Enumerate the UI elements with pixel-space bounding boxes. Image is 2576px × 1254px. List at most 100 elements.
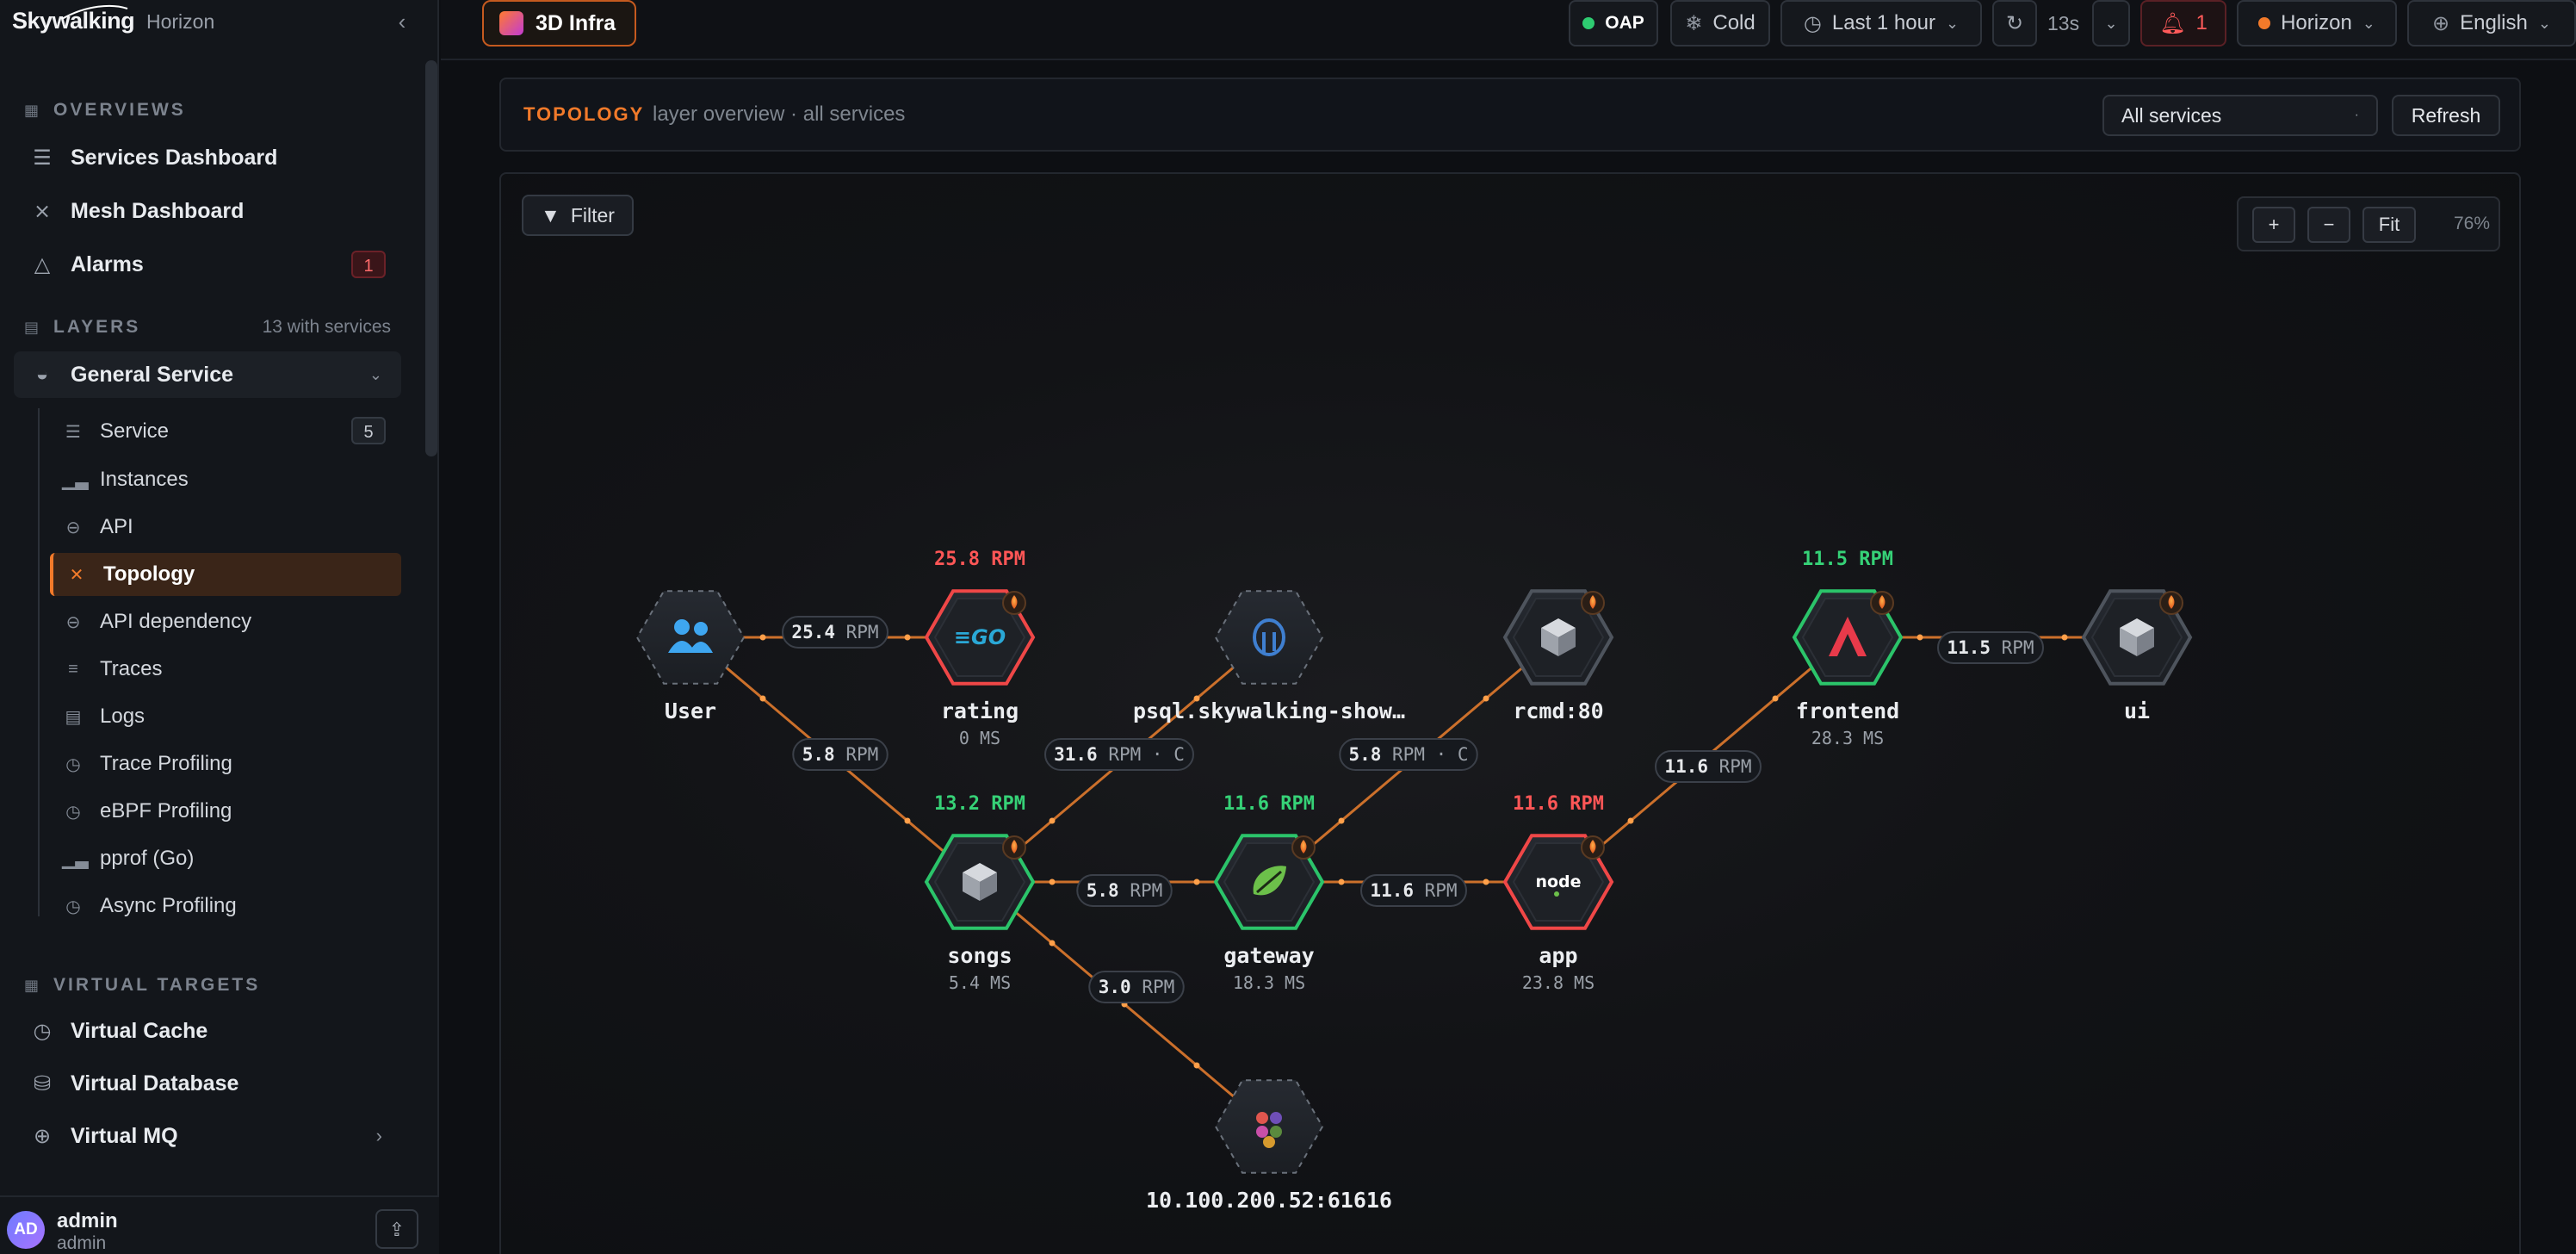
- zoom-out-button[interactable]: −: [2307, 207, 2350, 243]
- status-ok-dot-icon: [1582, 17, 1595, 29]
- node-rpm: 13.2 RPM: [934, 793, 1025, 815]
- collapse-sidebar-icon[interactable]: ‹: [398, 9, 406, 34]
- export-button[interactable]: ⇪: [375, 1209, 418, 1249]
- nav-async-profiling[interactable]: ◷ Async Profiling: [50, 885, 401, 928]
- skywalking-logo[interactable]: Skywalking: [12, 8, 135, 34]
- cube-icon-left: [963, 872, 980, 901]
- users-icon-body: [668, 641, 696, 653]
- workspace-select[interactable]: Horizon ⌄: [2237, 0, 2397, 47]
- nav-group-general-service[interactable]: ◒ General Service ⌄: [14, 351, 401, 398]
- chevron-down-icon: ⌄: [2104, 14, 2118, 32]
- language-select[interactable]: ⊕ English ⌄: [2407, 0, 2576, 47]
- nav-topology[interactable]: ✕ Topology: [50, 553, 401, 596]
- edge-songs-psql[interactable]: 31.6 RPM · C: [979, 636, 1270, 884]
- avatar[interactable]: AD: [7, 1211, 45, 1249]
- fit-button[interactable]: Fit: [2362, 207, 2416, 243]
- layer-switcher-button[interactable]: 3D Infra: [482, 0, 637, 47]
- nav-logs[interactable]: ▤ Logs: [50, 695, 401, 738]
- node-user[interactable]: User: [635, 590, 746, 723]
- theme-cold-button[interactable]: ❄ Cold: [1670, 0, 1770, 47]
- nav-instances[interactable]: ▁▃ Instances: [62, 468, 189, 491]
- node-hexagon[interactable]: [1214, 590, 1324, 685]
- nav-virtual-mq[interactable]: ⊕ Virtual MQ ›: [14, 1113, 401, 1159]
- layers-icon: ▤: [24, 319, 42, 336]
- nav-virtual-database[interactable]: ⛁ Virtual Database: [14, 1060, 401, 1107]
- edge-user-songs[interactable]: 5.8 RPM: [690, 636, 981, 884]
- snowflake-icon: ❄: [1685, 11, 1703, 35]
- refresh-icon: ↻: [2005, 11, 2024, 35]
- document-icon: ▤: [65, 707, 82, 727]
- node-ui[interactable]: ui: [2081, 589, 2193, 723]
- users-icon-body: [689, 642, 713, 653]
- node-mq[interactable]: 10.100.200.52:61616: [1146, 1079, 1392, 1213]
- activemq-icon-dot: [1270, 1126, 1282, 1138]
- nav-trace-profiling[interactable]: ◷ Trace Profiling: [50, 742, 401, 785]
- refresh-interval-dropdown[interactable]: ⌄: [2092, 0, 2130, 47]
- nav-traces[interactable]: ≡ Traces: [50, 648, 401, 691]
- cube-icon-right: [1558, 628, 1576, 656]
- edge-flow-dot: [1917, 634, 1923, 641]
- nav-pprof-go[interactable]: ▁▃ pprof (Go): [62, 847, 195, 870]
- refresh-button[interactable]: Refresh: [2392, 95, 2500, 136]
- activemq-icon-dot: [1256, 1112, 1268, 1124]
- workspace-dot-icon: [2258, 17, 2271, 29]
- postgres-icon-head: [1253, 618, 1285, 656]
- users-icon: [668, 619, 713, 653]
- clock-icon: ◷: [1803, 11, 1822, 35]
- node-hexagon[interactable]: [635, 590, 746, 685]
- edge-label-pill: [1044, 738, 1194, 771]
- service-count-badge: 5: [351, 417, 386, 444]
- node-name: ui: [2124, 698, 2150, 723]
- service-filter-select[interactable]: All services ·: [2102, 95, 2378, 136]
- nav-service[interactable]: ☰ Service 5: [50, 410, 401, 453]
- node-name: 10.100.200.52:61616: [1146, 1188, 1392, 1213]
- timer-icon: ◷: [65, 802, 81, 822]
- top-bar: 3D Infra OAP ❄ Cold ◷ Last 1 hour ⌄ ↻ 13…: [441, 0, 2576, 60]
- node-psql[interactable]: psql.skywalking-show…: [1133, 590, 1405, 723]
- edge-rpm-label: 31.6 RPM · C: [1054, 744, 1185, 765]
- edge-gateway-rcmd[interactable]: 5.8 RPM · C: [1268, 636, 1559, 884]
- alarm-notification-button[interactable]: 🔔︎ 1: [2140, 0, 2226, 47]
- flame-icon: [1300, 840, 1307, 854]
- edge-songs-mq[interactable]: 3.0 RPM: [979, 880, 1270, 1128]
- flame-icon: [1011, 595, 1018, 609]
- nav-services-dashboard[interactable]: ☰ Services Dashboard: [14, 134, 401, 181]
- node-name: app: [1539, 943, 1577, 968]
- edge-label-pill: [1088, 971, 1185, 1003]
- auto-refresh-toggle[interactable]: ↻: [1992, 0, 2037, 47]
- chevron-down-icon: ⌄: [2362, 14, 2375, 32]
- node-latency: 5.4 MS: [949, 972, 1011, 993]
- zoom-in-button[interactable]: +: [2252, 207, 2295, 243]
- filter-button[interactable]: ▼ Filter: [522, 195, 634, 236]
- nav-api-dependency[interactable]: ⊖ API dependency: [50, 600, 401, 643]
- chevron-down-icon: ⌄: [2537, 14, 2551, 32]
- node-latency: 28.3 MS: [1811, 728, 1884, 748]
- sidebar-scrollbar[interactable]: [425, 60, 437, 456]
- node-hexagon[interactable]: [1214, 1079, 1324, 1174]
- edge-app-frontend[interactable]: 11.6 RPM: [1557, 636, 1848, 884]
- nav-mesh-dashboard[interactable]: ⨯ Mesh Dashboard: [14, 188, 401, 234]
- nav-api[interactable]: ⊖ API: [50, 506, 401, 549]
- node-latency: 18.3 MS: [1233, 972, 1305, 993]
- time-range-select[interactable]: ◷ Last 1 hour ⌄: [1780, 0, 1982, 47]
- alert-triangle-icon: △: [34, 252, 51, 276]
- nav-alarms[interactable]: △ Alarms 1: [14, 241, 401, 288]
- oap-status-button[interactable]: OAP: [1569, 0, 1658, 47]
- timer-icon: ◷: [65, 754, 81, 774]
- users-icon-head: [694, 622, 708, 636]
- node-rcmd[interactable]: rcmd:80: [1502, 589, 1614, 723]
- select-caret-icon: ·: [2354, 108, 2359, 122]
- chevron-down-icon: ⌄: [368, 365, 382, 383]
- activemq-icon-dot: [1256, 1126, 1268, 1138]
- nav-ebpf-profiling[interactable]: ◷ eBPF Profiling: [50, 790, 401, 833]
- edge-user-rating[interactable]: 25.4 RPM: [690, 616, 980, 649]
- nav-virtual-cache[interactable]: ◷ Virtual Cache: [14, 1008, 401, 1054]
